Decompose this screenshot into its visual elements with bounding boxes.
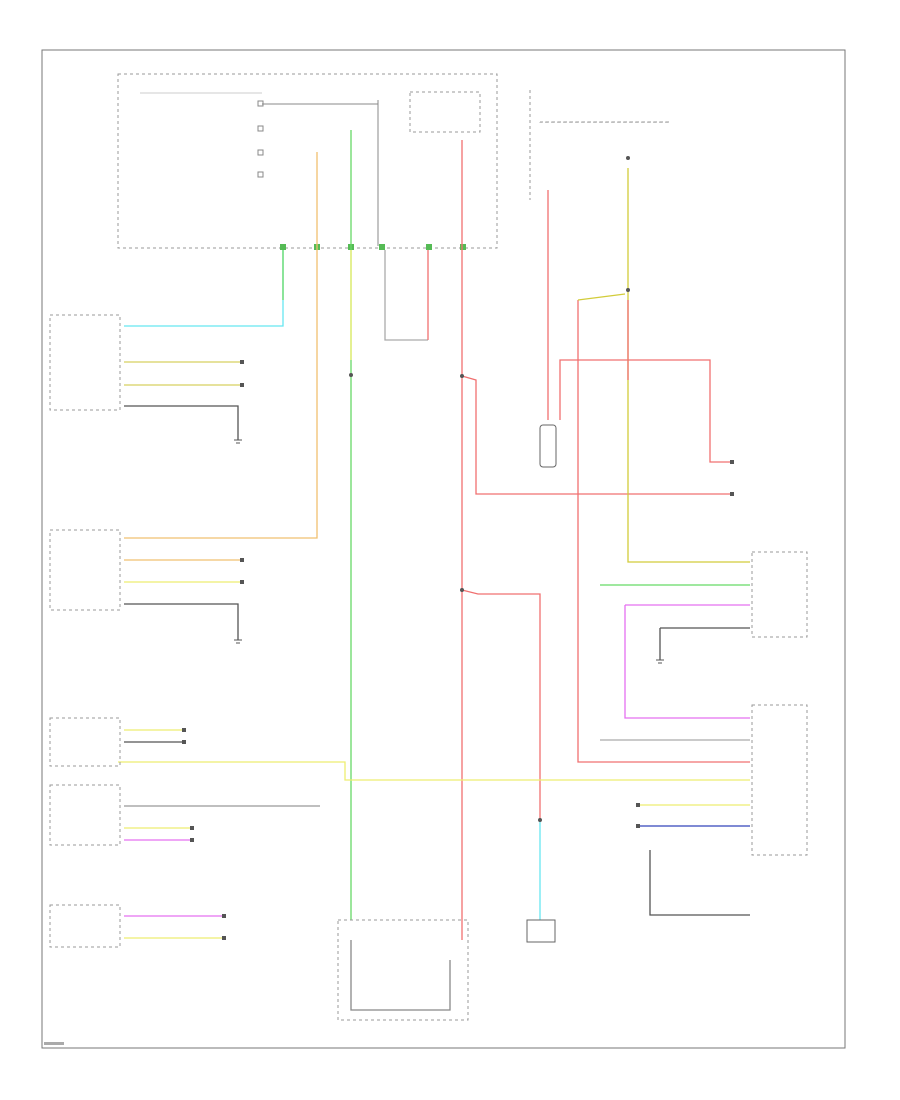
starter-box (337, 919, 469, 1021)
wire-cyan-seat (124, 250, 284, 327)
generator-symbol (526, 919, 556, 943)
module-terminal-rows (140, 92, 264, 178)
left-connector-4 (49, 784, 121, 846)
left-connector-5 (49, 904, 121, 948)
fuse-sub-box (409, 91, 481, 133)
right-connector-1 (751, 551, 808, 638)
left-connector-1 (49, 314, 121, 411)
battery-symbol (539, 424, 557, 468)
right-connector-2 (751, 704, 808, 856)
splice-dots (349, 156, 630, 822)
connector-end-pins (182, 360, 734, 940)
wire-yellow-green-vertical (627, 168, 750, 563)
module-connector-pins (280, 244, 466, 250)
wire-yellow-horizontal (118, 761, 750, 781)
wire-pink-right (624, 604, 750, 719)
top-module-box (117, 73, 498, 249)
wire-gray-loop (384, 250, 428, 341)
wire-red-long-right (577, 300, 750, 763)
wire-dark-right (659, 627, 750, 660)
ground-symbols (234, 439, 664, 664)
wire-dark-1 (124, 405, 239, 440)
left-connector-2 (49, 529, 121, 611)
wire-red-branch-2 (461, 589, 541, 820)
wire-red-branch-1 (461, 375, 730, 495)
wire-dark-2 (124, 603, 239, 640)
wire-red-battery (559, 359, 730, 463)
wire-starter-loop (350, 940, 451, 1011)
wire-dark-lower (649, 850, 750, 916)
left-connector-3 (49, 717, 121, 767)
page-frame (41, 49, 846, 1049)
page-footer-mark (44, 1042, 64, 1045)
wire-yellow-green-right (577, 293, 626, 301)
wire-orange-mid (124, 152, 318, 539)
